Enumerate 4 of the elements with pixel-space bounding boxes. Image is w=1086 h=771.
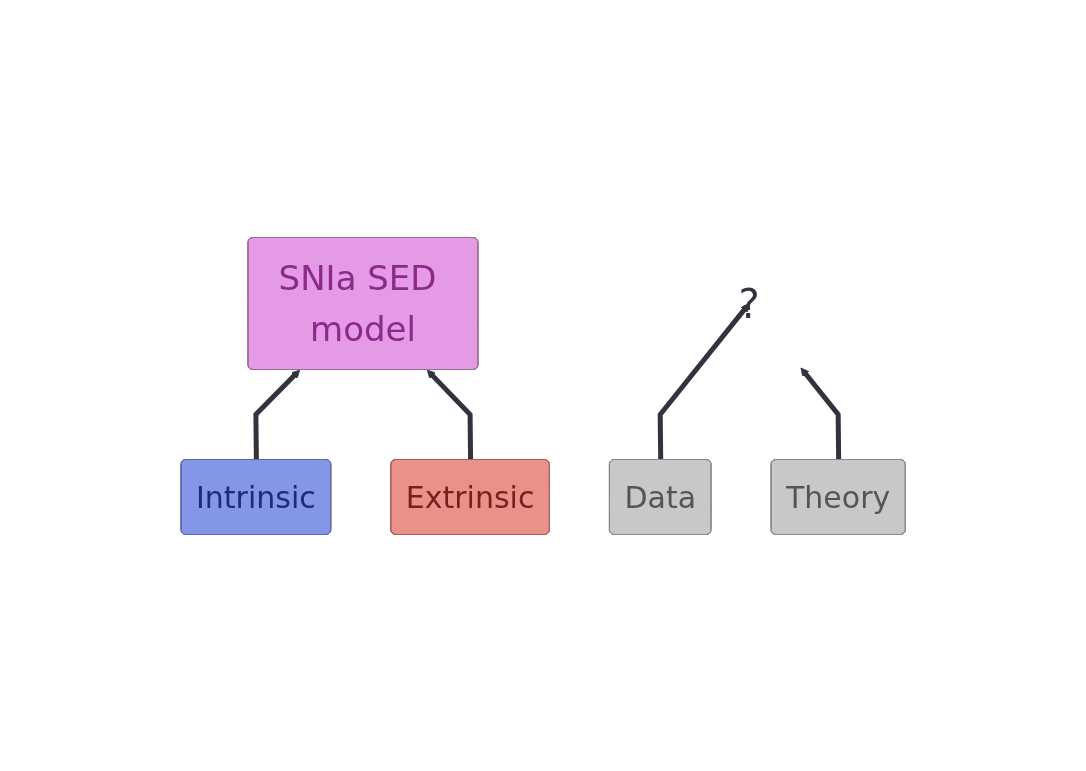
- arrow: [800, 367, 841, 460]
- arrow: [426, 369, 473, 460]
- arrow: [657, 302, 750, 460]
- arrow: [253, 369, 301, 460]
